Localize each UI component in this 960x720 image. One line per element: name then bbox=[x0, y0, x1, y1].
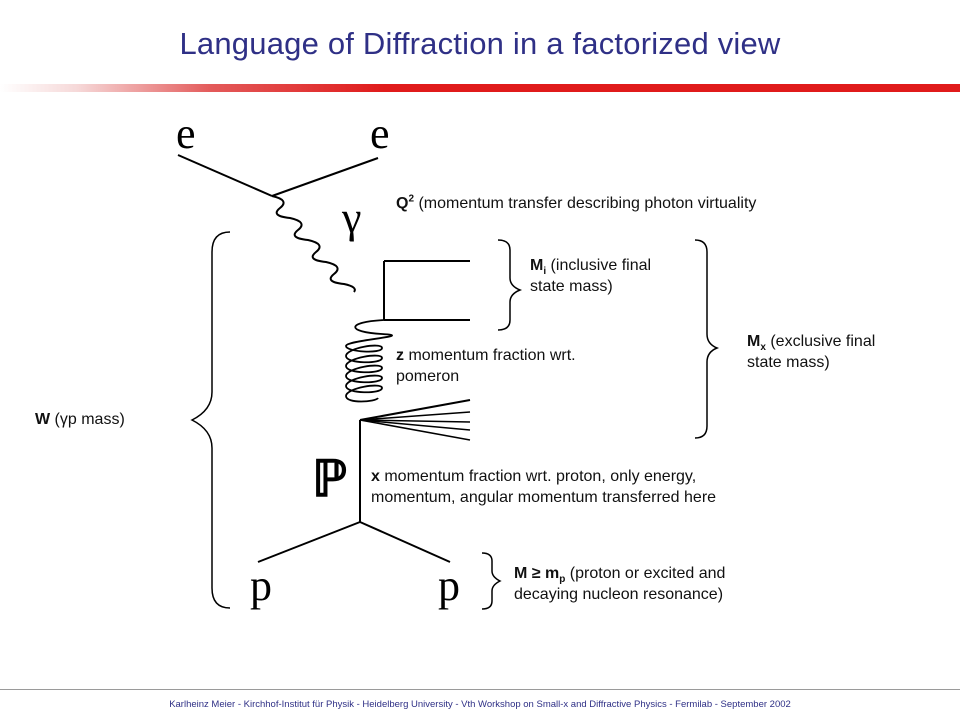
footer-text: Karlheinz Meier - Kirchhof-Institut für … bbox=[169, 699, 791, 710]
w-brace bbox=[190, 231, 231, 609]
remnant-line-4 bbox=[359, 419, 471, 441]
pomeron-label: ℙ bbox=[312, 451, 347, 507]
m-brace bbox=[481, 552, 502, 610]
proton-out-label: p bbox=[438, 561, 460, 610]
gluon-propagator bbox=[345, 319, 393, 403]
electron-out-line bbox=[271, 157, 379, 197]
mx-label: Mx (exclusive final state mass) bbox=[747, 333, 876, 371]
q2-label: Q2 (momentum transfer describing photon … bbox=[396, 193, 757, 212]
w-label: W (γp mass) bbox=[35, 411, 125, 428]
proton-in-line bbox=[257, 521, 361, 563]
mx-brace bbox=[694, 239, 720, 439]
remnant-line-5 bbox=[359, 419, 471, 423]
mi-brace bbox=[497, 239, 523, 331]
z-label: z momentum fraction wrt. pomeron bbox=[396, 347, 576, 385]
electron-in-line bbox=[177, 154, 273, 197]
remnant-line-3 bbox=[359, 419, 471, 431]
remnant-line-1 bbox=[359, 399, 471, 421]
photon-propagator bbox=[271, 195, 356, 293]
mi-label: Mi (inclusive final state mass) bbox=[530, 257, 652, 295]
photon-label: γ bbox=[341, 193, 361, 242]
page-title: Language of Diffraction in a factorized … bbox=[179, 26, 781, 61]
proton-out-line bbox=[359, 521, 451, 563]
proton-in-label: p bbox=[250, 561, 272, 610]
remnant-line-2 bbox=[359, 411, 471, 421]
m-label: M ≥ mp (proton or excited and decaying n… bbox=[514, 565, 726, 603]
x-label: x momentum fraction wrt. proton, only en… bbox=[371, 468, 717, 506]
electron-out-label: e bbox=[370, 109, 390, 158]
footer-divider bbox=[0, 689, 960, 690]
electron-in-label: e bbox=[176, 109, 196, 158]
title-underline bbox=[0, 84, 960, 92]
